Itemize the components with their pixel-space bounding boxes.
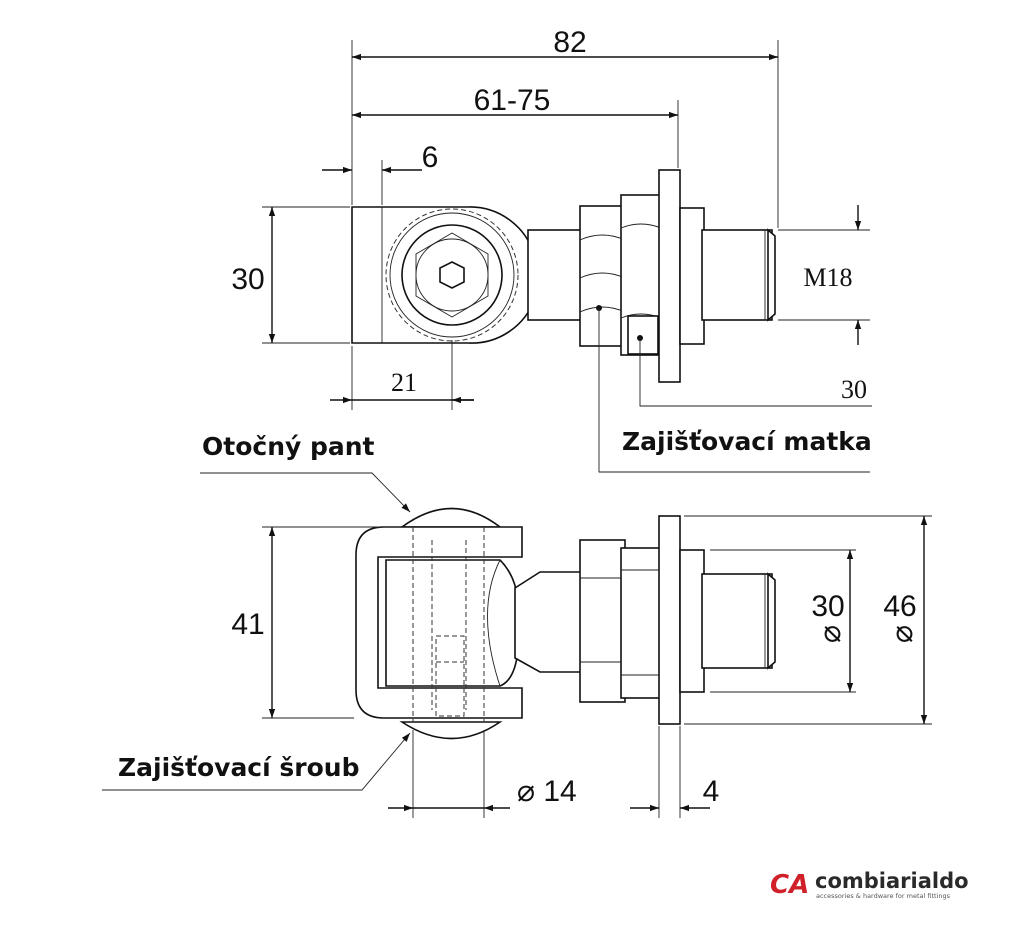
svg-text:46: 46: [883, 590, 916, 623]
svg-text:30: 30: [811, 590, 844, 623]
top-view: 82 61-75 6 30 21 M18 30 Zajišťovací matk…: [231, 26, 872, 473]
dim-washer-dia: ⌀ 30: [811, 590, 847, 643]
callout-lock-screw: Zajišťovací šroub: [118, 753, 359, 782]
side-view: 41 ⌀ 30 ⌀ 46 ⌀ 14 4 Otočný pant Zajišťov…: [102, 432, 932, 818]
threaded-shaft-side: [701, 573, 773, 669]
dim-eye-center: 21: [391, 368, 417, 397]
brand-logo: CA combiarialdo accessories & hardware f…: [770, 869, 969, 900]
dim-nut-size: 30: [841, 375, 867, 404]
dim-total-length: 82: [553, 26, 586, 59]
side-nut-1: [579, 539, 626, 703]
svg-text:⌀: ⌀: [886, 625, 919, 643]
dim-height-top: 30: [231, 263, 264, 296]
callout-pivot-hinge: Otočný pant: [202, 432, 375, 461]
dim-adjust-range: 61-75: [474, 84, 551, 117]
dim-flange-thickness: 4: [703, 775, 720, 808]
svg-text:14: 14: [543, 775, 576, 808]
lock-nut-small: [627, 315, 659, 355]
lock-nut-large: [579, 205, 626, 347]
brand-tagline: accessories & hardware for metal fitting…: [816, 892, 951, 900]
hex-socket: [415, 232, 489, 318]
flange-plate-side: [658, 515, 681, 725]
brand-logo-mark: CA: [770, 870, 809, 900]
flange-plate-top: [658, 169, 681, 383]
svg-text:⌀: ⌀: [814, 625, 847, 643]
callout-lock-nut: Zajišťovací matka: [622, 427, 872, 456]
dim-height-side: 41: [231, 608, 264, 641]
dim-eye-offset: 6: [422, 141, 439, 174]
u-bracket: [355, 526, 523, 719]
svg-text:⌀: ⌀: [517, 775, 535, 808]
pin-head-bottom: [399, 721, 503, 740]
dim-thread: M18: [803, 263, 852, 292]
dim-flange-dia: ⌀ 46: [883, 590, 919, 643]
brand-name: combiarialdo: [815, 869, 969, 893]
pin-head-top: [399, 507, 503, 528]
dim-pin-dia: ⌀ 14: [517, 775, 577, 808]
threaded-shaft-top: [701, 229, 773, 321]
